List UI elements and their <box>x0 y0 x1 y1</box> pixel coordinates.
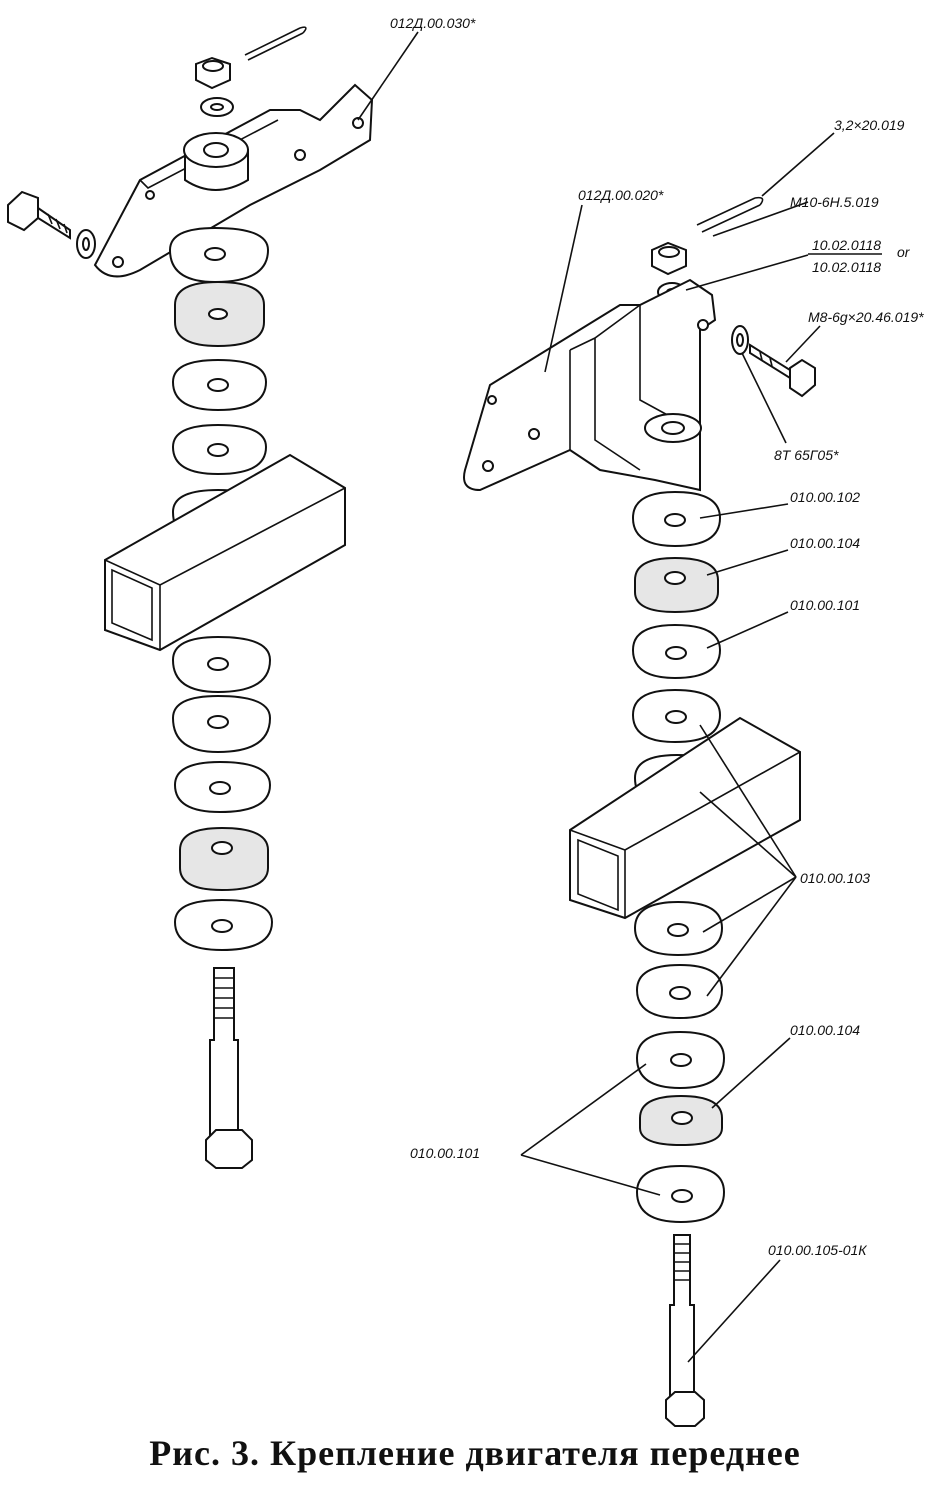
cotter-pin-right <box>696 196 764 233</box>
label-bolt-long: 010.00.105-01К <box>768 1242 867 1258</box>
label-castle-nut: М10-6Н.5.019 <box>790 194 879 210</box>
label-plate-102: 010.00.102 <box>790 489 860 505</box>
label-plate-101-bottom: 010.00.101 <box>410 1145 480 1161</box>
exploded-assembly-drawing: 012Д.00.030* 012Д.00.020* 3,2×20.019 М10… <box>7 15 924 1427</box>
label-bolt-m8: М8-6g×20.46.019* <box>808 309 924 325</box>
label-bracket-left: 012Д.00.030* <box>390 15 476 31</box>
label-pad-104-bottom: 010.00.104 <box>790 1022 860 1038</box>
label-plate-103: 010.00.103 <box>800 870 870 886</box>
label-washer-or: or <box>897 244 911 260</box>
bracket-right <box>463 278 717 492</box>
cotter-pin-left <box>244 26 307 61</box>
castle-nut-right <box>651 241 687 276</box>
frame-tube-right <box>569 716 801 920</box>
bracket-left <box>93 83 374 278</box>
lower-stack-left <box>171 635 274 952</box>
right-assembly <box>463 196 816 1427</box>
label-pad-104-top: 010.00.104 <box>790 535 860 551</box>
long-bolt-left <box>205 967 253 1169</box>
figure-caption: Рис. 3. Крепление двигателя переднее <box>149 1433 801 1473</box>
side-bolt-right <box>731 325 816 398</box>
frame-tube-left <box>104 453 346 652</box>
label-bracket-right: 012Д.00.020* <box>578 187 664 203</box>
leader-lines <box>357 31 835 1363</box>
label-cotter-pin: 3,2×20.019 <box>834 117 905 133</box>
label-washer-a: 10.02.0118 <box>812 237 881 253</box>
side-bolt-left <box>7 190 96 259</box>
label-washer-b: 10.02.0118 <box>812 259 881 275</box>
label-spring-washer: 8Т 65Г05* <box>774 447 839 463</box>
long-bolt-right <box>665 1234 705 1427</box>
left-assembly <box>7 26 374 1169</box>
label-plate-101-top: 010.00.101 <box>790 597 860 613</box>
part-labels: 012Д.00.030* 012Д.00.020* 3,2×20.019 М10… <box>390 15 924 1258</box>
lower-stack-right <box>633 900 726 1224</box>
castle-nut-left <box>195 56 231 90</box>
